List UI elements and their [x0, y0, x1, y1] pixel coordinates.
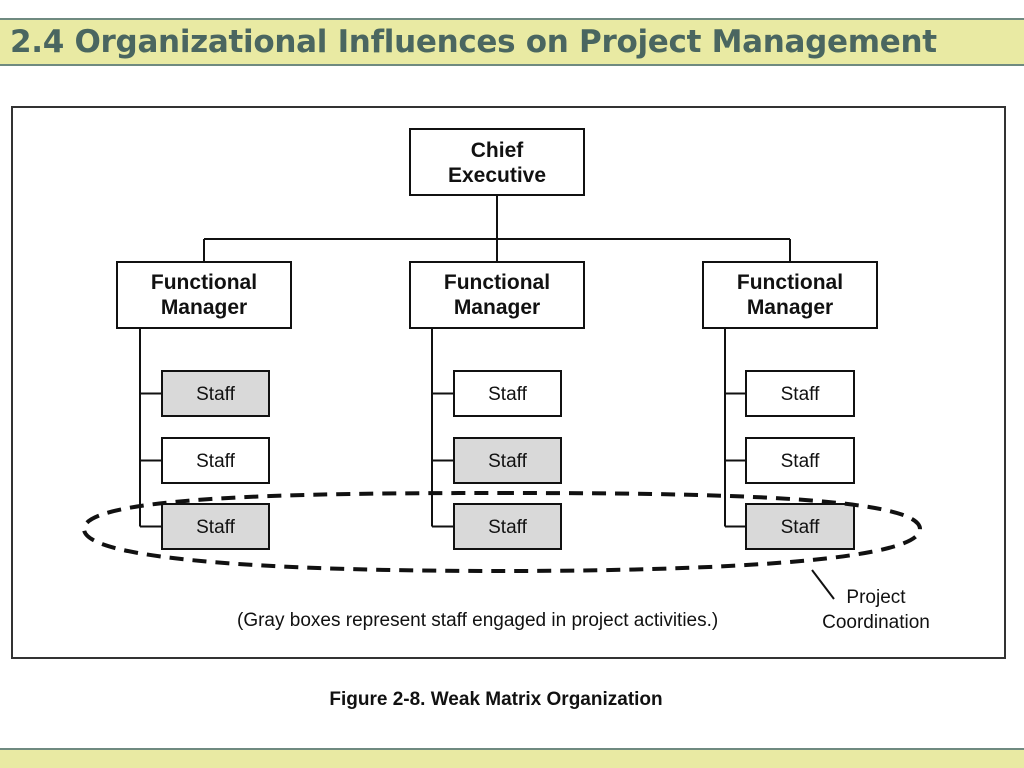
functional-manager-box: Functional Manager: [409, 261, 585, 329]
functional-manager-box: Functional Manager: [116, 261, 292, 329]
staff-rect: [745, 503, 855, 550]
staff-rect: [453, 437, 562, 484]
gray-box-note: (Gray boxes represent staff engaged in p…: [237, 610, 718, 631]
staff-box: Staff: [745, 370, 855, 417]
chief-executive-line2: Executive: [448, 164, 546, 187]
functional-manager-rect: [116, 261, 292, 329]
staff-rect: [161, 370, 270, 417]
staff-box: Staff: [161, 437, 270, 484]
staff-box: Staff: [453, 503, 562, 550]
diagram-frame: [11, 106, 1006, 659]
staff-rect: [745, 370, 855, 417]
chief-executive-box: Chief Executive: [409, 128, 585, 196]
footer-bar: [0, 748, 1024, 768]
staff-box: Staff: [161, 370, 270, 417]
project-coordination-ellipse: [81, 490, 923, 574]
chief-executive-line1: Chief: [471, 139, 525, 162]
functional-manager-box: Functional Manager: [702, 261, 878, 329]
staff-label: Staff: [488, 384, 527, 405]
functional-manager-line1: Functional: [151, 271, 257, 294]
staff-label: Staff: [196, 517, 235, 538]
staff-box: Staff: [453, 437, 562, 484]
coordination-label-line1: Project: [846, 587, 906, 608]
staff-rect: [453, 503, 562, 550]
staff-label: Staff: [781, 384, 820, 405]
staff-rect: [161, 437, 270, 484]
staff-rect: [745, 437, 855, 484]
functional-manager-rect: [409, 261, 585, 329]
staff-box: Staff: [453, 370, 562, 417]
title-bar: 2.4 Organizational Influences on Project…: [0, 18, 1024, 66]
staff-box: Staff: [745, 437, 855, 484]
staff-label: Staff: [488, 451, 527, 472]
functional-manager-rect: [702, 261, 878, 329]
coordination-label-line2: Coordination: [822, 612, 930, 633]
coordination-callout-line: [811, 569, 835, 600]
staff-label: Staff: [196, 384, 235, 405]
staff-label: Staff: [781, 517, 820, 538]
functional-manager-line2: Manager: [161, 296, 247, 319]
staff-column: Staff Staff Staff: [453, 370, 562, 550]
functional-manager-line1: Functional: [737, 271, 843, 294]
staff-column: Staff Staff Staff: [745, 370, 855, 550]
staff-rect: [453, 370, 562, 417]
figure-caption: Figure 2-8. Weak Matrix Organization: [329, 689, 662, 710]
staff-box: Staff: [161, 503, 270, 550]
staff-label: Staff: [488, 517, 527, 538]
slide-title: 2.4 Organizational Influences on Project…: [10, 24, 937, 60]
staff-rect: [161, 503, 270, 550]
staff-column: Staff Staff Staff: [161, 370, 270, 550]
functional-manager-line2: Manager: [747, 296, 833, 319]
connector-lines: [139, 195, 791, 528]
staff-label: Staff: [196, 451, 235, 472]
chief-executive-rect: [409, 128, 585, 196]
functional-manager-line2: Manager: [454, 296, 540, 319]
staff-box: Staff: [745, 503, 855, 550]
staff-label: Staff: [781, 451, 820, 472]
functional-manager-line1: Functional: [444, 271, 550, 294]
